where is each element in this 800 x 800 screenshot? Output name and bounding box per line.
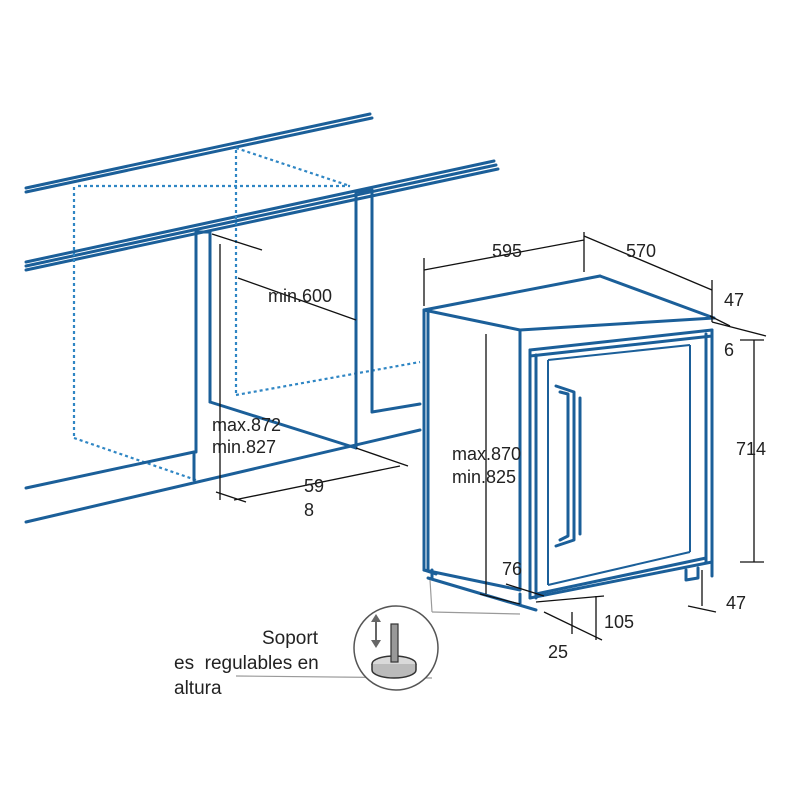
foot-setback-label: 76 (502, 559, 522, 579)
door-gap-label: 6 (724, 340, 734, 360)
appliance-dimension-lines (423, 232, 767, 641)
cabinet-dimension-lines (211, 233, 409, 503)
niche-height-max-label: max.872 (212, 415, 281, 435)
worktop-lines (24, 112, 500, 272)
niche-height-min-label: min.827 (212, 437, 276, 457)
adjustable-foot-icon (353, 605, 439, 691)
left-cabinet-panel (24, 230, 422, 524)
right-cabinet-panel (354, 188, 422, 450)
height-max-label: max.870 (452, 444, 521, 464)
door-handle (554, 384, 582, 548)
niche-depth-label-b: 8 (304, 500, 314, 520)
depth-label: 570 (626, 241, 656, 261)
height-min-label: min.825 (452, 467, 516, 487)
callout-line-2: es regulables en (174, 653, 319, 674)
appliance-feet (430, 560, 714, 606)
niche-dashed-outline (72, 146, 421, 482)
callout-line-1: Soport (262, 628, 319, 649)
foot-offset-label: 25 (548, 642, 568, 662)
door-offset-top-label: 47 (724, 290, 744, 310)
width-label: 595 (492, 241, 522, 261)
bottom-right-label: 47 (726, 593, 746, 613)
min-height-label: min.600 (268, 286, 332, 306)
foot-height-label: 105 (604, 612, 634, 632)
niche-depth-label-a: 59 (304, 476, 324, 496)
appliance-door (528, 328, 714, 600)
callout-line-3: altura (174, 678, 222, 699)
door-height-label: 714 (736, 439, 766, 459)
